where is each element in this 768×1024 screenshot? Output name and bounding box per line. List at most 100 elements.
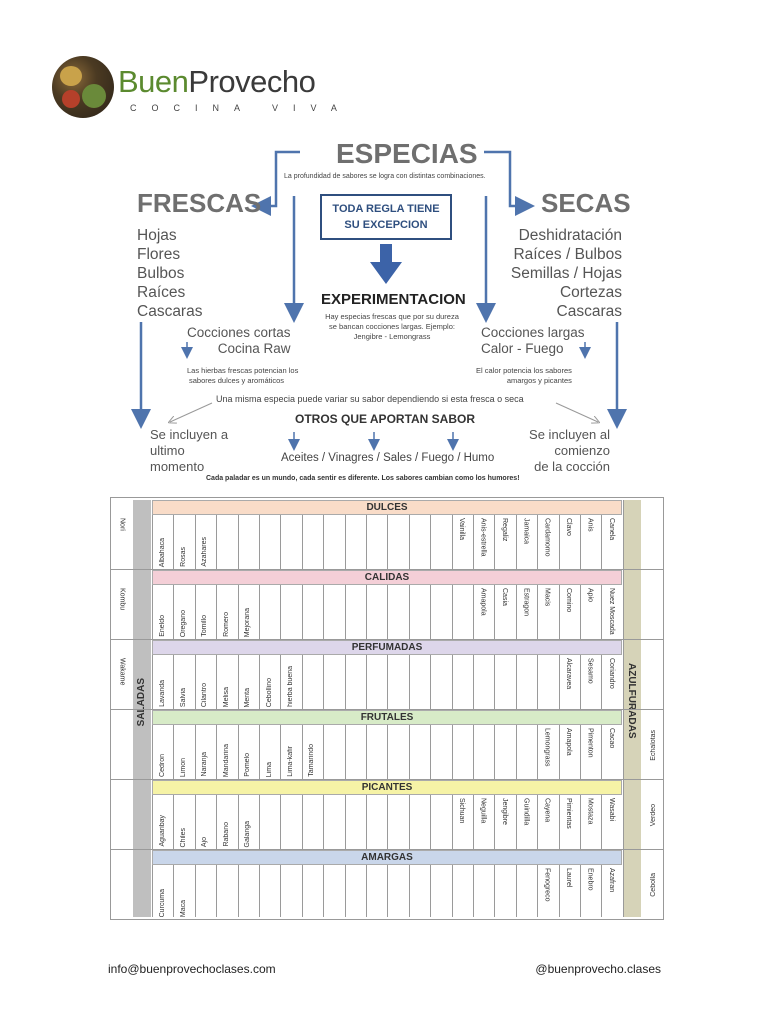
grid-column-line (408, 500, 410, 917)
grid-column-line (280, 500, 282, 917)
spice-cell: Anis-estrella (479, 518, 487, 557)
spice-cell: Amapola (565, 728, 573, 756)
spice-cell: Sesamo (586, 658, 594, 684)
cocciones-cortas: Cocciones cortas Cocina Raw (187, 325, 291, 357)
spice-cell: Galanga (244, 820, 252, 847)
list-item: Flores (137, 246, 181, 263)
spice-cell: Albahaca (158, 537, 166, 567)
spice-cell: Mandarina (222, 743, 230, 777)
spice-cell: Anis (586, 518, 594, 532)
grid-column-line (152, 500, 153, 917)
saladas-item: Nori (118, 518, 126, 531)
spice-cell: Rabano (222, 822, 230, 847)
title-especias: ESPECIAS (336, 138, 478, 169)
grid-column-line (601, 500, 603, 917)
spice-cell: Naranja (201, 752, 209, 777)
grid-column-line (344, 500, 346, 917)
grid-column-line (622, 500, 624, 917)
list-item: Cascaras (556, 303, 622, 320)
spice-cell: Salvia (179, 687, 187, 707)
inc-line: de la cocción (534, 459, 610, 474)
footer-social[interactable]: @buenprovecho.clases (535, 962, 661, 976)
list-item: Cortezas (559, 284, 622, 301)
grid-column-line (173, 500, 175, 917)
diagram-arrows (131, 150, 627, 451)
especias-subtitle: La profundidad de sabores se logra con d… (284, 173, 486, 180)
spice-cell: Regaliz (500, 518, 508, 542)
row-divider (111, 709, 663, 710)
hierbas-note: Las hierbas frescas potencian los sabore… (187, 366, 298, 386)
list-item: Raíces / Bulbos (513, 246, 622, 263)
spice-cell: Azafran (607, 868, 615, 893)
logo-image (52, 56, 114, 118)
spice-cell: Rosas (179, 547, 187, 567)
spice-cell: Cilantro (201, 682, 209, 707)
spice-cell: Clavo (565, 518, 573, 536)
spice-cell: Pimenton (586, 728, 594, 758)
section-header-perfumadas: PERFUMADAS (152, 640, 622, 655)
spice-cell: Cardamomo (543, 518, 551, 557)
spice-cell: Maca (179, 899, 187, 917)
spice-cell: Guindilla (522, 798, 530, 826)
grid-column-line (387, 500, 389, 917)
spice-cell: Alcaravea (565, 658, 573, 690)
spice-cell: Lima-kafir (286, 746, 294, 777)
saladas-item: Wakame (118, 658, 126, 686)
spice-cell: Tamarindo (308, 744, 316, 777)
spice-cell: Pimientas (565, 798, 573, 829)
spice-cell: Lavanda (158, 680, 166, 707)
grid-column-line (558, 500, 560, 917)
cocciones-largas: Cocciones largas Calor - Fuego (481, 325, 585, 357)
grid-column-line (451, 500, 453, 917)
brand-part2: Provecho (188, 64, 316, 99)
spice-cell: Macis (543, 588, 551, 607)
azulfuradas-item: Cebolla (649, 873, 657, 897)
grid-column-line (194, 500, 196, 917)
row-divider (111, 639, 663, 640)
spice-cell: Ajo (201, 836, 209, 847)
spice-cell: Azahares (201, 537, 209, 567)
spice-cell: Oregano (179, 609, 187, 637)
spice-cell: Cacao (607, 728, 615, 749)
grid-column-line (301, 500, 303, 917)
frescas-list: Hojas Flores Bulbos Raíces Cascaras (137, 226, 202, 321)
spice-cell: Mostaza (586, 798, 594, 825)
spice-cell: Curcuma (158, 888, 166, 917)
list-item: Bulbos (137, 265, 185, 282)
spice-cell: Limon (179, 757, 187, 777)
grid-column-line (366, 500, 367, 917)
incluyen-ultimo: Se incluyen a ultimo momento (150, 427, 228, 475)
grid-column-line (237, 500, 239, 917)
saladas-column (133, 500, 151, 917)
spice-cell: Jengibre (500, 798, 508, 825)
grid-column-line (494, 500, 496, 917)
spice-cell: Wasabi (607, 798, 615, 822)
inc-line: Se incluyen a (150, 427, 229, 442)
rule-line: SU EXCEPCION (344, 219, 428, 231)
misma-especia-note: Una misma especia puede variar su sabor … (216, 394, 524, 404)
brand-tagline: COCINA VIVA (130, 103, 352, 113)
spice-cell: Eneldo (158, 615, 166, 637)
experimentacion-text: Hay especias frescas que por su dureza s… (325, 312, 459, 341)
secas-list: Deshidratación Raíces / Bulbos Semillas … (511, 226, 622, 321)
list-item: Hojas (137, 227, 177, 244)
saladas-label: SALADAS (136, 678, 147, 727)
spice-cell: Coriandro (607, 658, 615, 689)
note-line: sabores dulces y aromáticos (189, 376, 285, 385)
note-line: El calor potencia los sabores (476, 366, 572, 375)
spice-cell: Nuez Moscada (607, 588, 615, 635)
rule-box: TODA REGLA TIENE SU EXCEPCION (320, 194, 452, 240)
spice-cell: Apio (586, 588, 594, 603)
list-item: Cascaras (137, 303, 203, 320)
section-header-picantes: PICANTES (152, 780, 622, 795)
rule-line: TODA REGLA TIENE (332, 203, 440, 215)
spice-cell: Laurel (565, 868, 573, 888)
footer-email[interactable]: info@buenprovechoclases.com (108, 962, 276, 976)
note-line: Las hierbas frescas potencian los (187, 366, 299, 375)
grid-column-line (580, 500, 581, 917)
row-divider (111, 779, 663, 780)
spice-cell: Enebro (586, 868, 594, 891)
row-divider (111, 569, 663, 570)
spice-cell: Chiles (179, 827, 187, 847)
